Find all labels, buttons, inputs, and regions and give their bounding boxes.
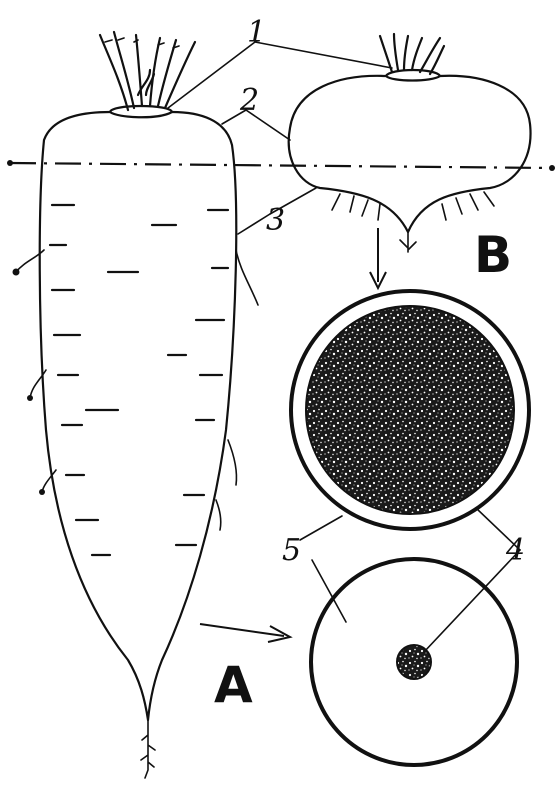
cross-section-long: [311, 559, 517, 765]
label-3: 3: [266, 203, 285, 238]
arrow-down-icon: [370, 228, 386, 288]
arrow-right-icon: [200, 624, 290, 642]
cutting-plane-line: [7, 160, 555, 171]
long-root-lenticels: [50, 205, 228, 555]
label-4: 4: [505, 533, 525, 568]
round-root-collar: [386, 70, 440, 81]
long-root-tail: [141, 720, 155, 778]
label-A: A: [214, 656, 253, 714]
label-5: 5: [282, 533, 301, 568]
round-root-tail: [400, 232, 416, 252]
label-2: 2: [239, 83, 259, 118]
long-root-collar: [110, 106, 172, 117]
round-root-rootlets: [332, 192, 494, 220]
long-root-rootlets: [13, 250, 259, 530]
label-1: 1: [247, 15, 266, 50]
long-root-body: [40, 112, 237, 720]
label-B: B: [474, 226, 512, 284]
round-root: [289, 34, 531, 252]
cross-section-round: [291, 291, 529, 529]
round-root-body: [289, 76, 531, 232]
